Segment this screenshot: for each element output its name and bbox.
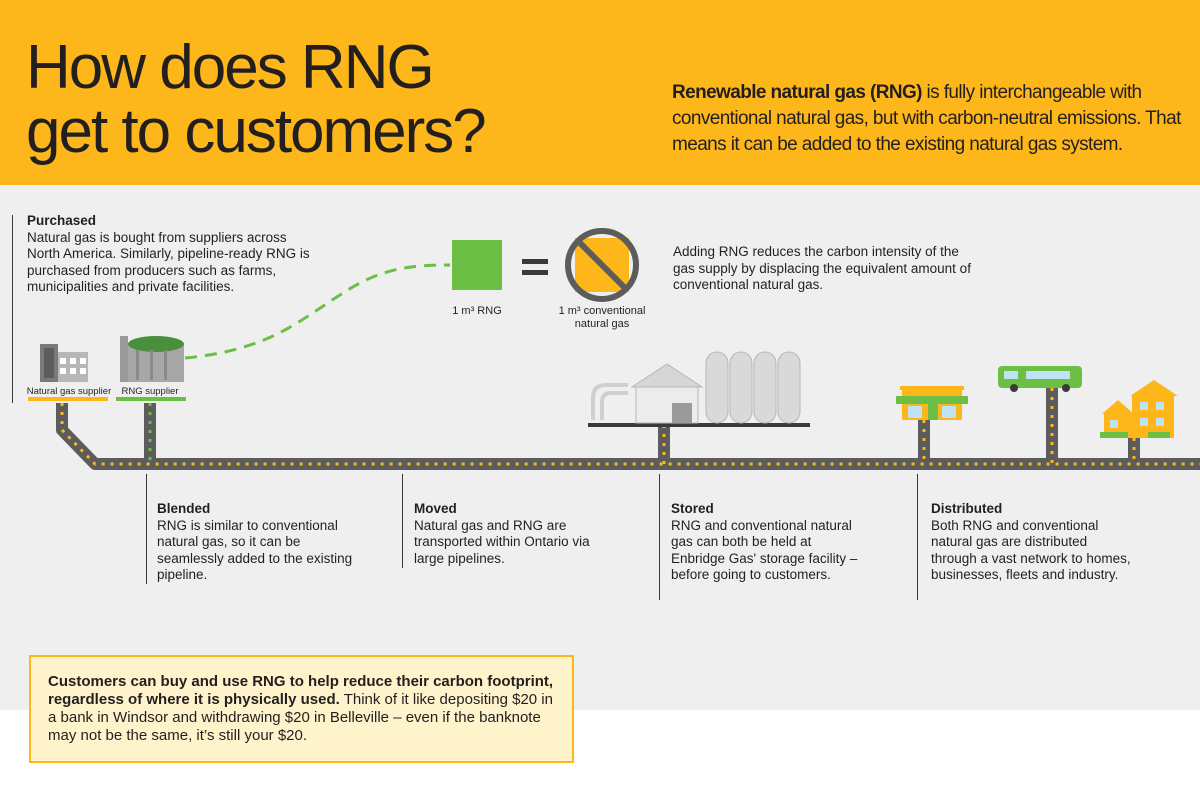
natural-gas-supplier-bar <box>28 397 108 401</box>
equivalence-description: Adding RNG reduces the carbon intensity … <box>673 244 971 292</box>
factory-icon <box>40 344 88 382</box>
stored-text: RNG and conventional natural gas can bot… <box>671 517 858 583</box>
step-stored: Stored RNG and conventional natural gas … <box>671 501 861 584</box>
distributed-text: Both RNG and conventional natural gas ar… <box>931 517 1131 583</box>
blended-text: RNG is similar to conventional natural g… <box>157 517 353 583</box>
intro-rest: is fully interchangeable with convention… <box>672 82 1181 155</box>
purchased-divider <box>12 215 13 403</box>
stored-divider <box>659 474 660 600</box>
distributed-divider <box>917 474 918 600</box>
equals-sign-top <box>522 259 548 264</box>
step-distributed: Distributed Both RNG and conventional na… <box>931 501 1131 584</box>
conventional-caption: 1 m³ conventional natural gas <box>542 305 662 331</box>
conventional-caption-line-1: 1 m³ conventional <box>558 305 646 317</box>
rng-caption: 1 m³ RNG <box>452 305 502 317</box>
conventional-gas-crossed-icon <box>565 228 639 302</box>
biogas-digester-icon <box>120 336 184 382</box>
rng-square-icon <box>452 240 502 290</box>
natural-gas-supplier-label: Natural gas supplier <box>26 386 112 397</box>
stored-heading: Stored <box>671 501 714 516</box>
equals-sign-bottom <box>522 270 548 275</box>
step-purchased: Purchased Natural gas is bought from sup… <box>27 213 317 296</box>
title-line-1: How does RNG <box>26 33 435 102</box>
note-rest: Think of it like depositing $20 in a ban… <box>48 691 553 744</box>
storage-facility-icon <box>588 351 810 427</box>
callout-note: Customers can buy and use RNG to help re… <box>29 655 574 763</box>
header-banner <box>0 0 1200 185</box>
intro-bold: Renewable natural gas (RNG) <box>672 82 922 103</box>
purchased-text: Natural gas is bought from suppliers acr… <box>27 229 310 295</box>
rng-dashed-link <box>184 263 451 360</box>
note-bold: Customers can buy and use RNG to help re… <box>48 673 554 708</box>
rng-supplier-label: RNG supplier <box>121 386 179 397</box>
houses-icon <box>1100 380 1178 438</box>
conventional-caption-line-2: natural gas <box>574 318 630 330</box>
blended-divider <box>146 474 147 584</box>
step-blended: Blended RNG is similar to conventional n… <box>157 501 362 584</box>
blended-heading: Blended <box>157 501 211 516</box>
page-title: How does RNG get to customers? <box>26 33 487 166</box>
moved-heading: Moved <box>414 501 457 516</box>
step-moved: Moved Natural gas and RNG are transporte… <box>414 501 614 567</box>
moved-divider <box>402 474 403 568</box>
pipeline-dots <box>60 388 1200 466</box>
moved-text: Natural gas and RNG are transported with… <box>414 517 590 566</box>
distributed-heading: Distributed <box>931 501 1003 516</box>
purchased-heading: Purchased <box>27 213 97 228</box>
business-storefront-icon <box>896 386 968 420</box>
rng-supplier-bar <box>116 397 186 401</box>
intro-text: Renewable natural gas (RNG) is fully int… <box>672 80 1182 158</box>
bus-icon <box>998 366 1082 392</box>
title-line-2: get to customers? <box>26 97 487 166</box>
